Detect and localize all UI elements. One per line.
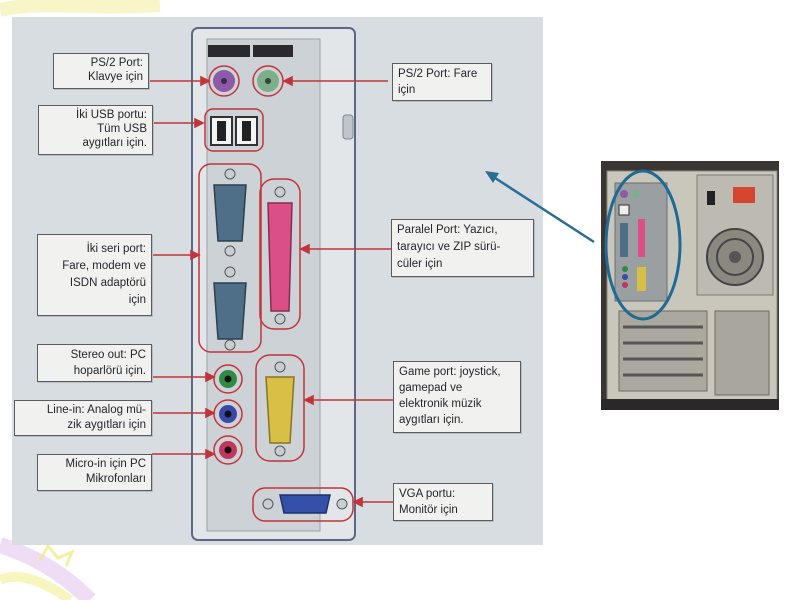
line-in-jack-hole: [224, 410, 232, 418]
usb-ring: [204, 108, 264, 152]
label-line-in: Line-in: Analog mü- zik aygıtları için: [14, 400, 152, 436]
serial-1-screw-bottom: [224, 245, 236, 257]
photo-game-port: [637, 267, 646, 291]
parallel-screw-top: [274, 186, 286, 198]
photo-fan-ring: [716, 238, 754, 276]
ps2-top-housing-2: [253, 45, 293, 57]
label-mic-in: Micro-in için PC Mikrofonları: [37, 454, 152, 491]
leader-serial-head: [190, 249, 201, 261]
io-panel-drawing: [148, 27, 394, 541]
photo-usb: [618, 204, 630, 216]
mic-in-ring: [213, 435, 243, 465]
game-port-icon: [265, 376, 295, 444]
leader-vga-head: [352, 496, 363, 508]
label-serial: İki seri port: Fare, modem ve ISDN adapt…: [37, 234, 152, 316]
photo-power-socket: [733, 187, 755, 203]
leader-ps2-keyboard-head: [200, 75, 211, 87]
serial-ring: [198, 163, 262, 353]
mic-in-jack-hole: [224, 446, 232, 454]
leader-parallel-head: [299, 243, 310, 255]
usb-port-2-tongue: [242, 121, 251, 141]
parallel-port-icon: [267, 202, 293, 312]
decor-swirl-top: [0, 0, 161, 17]
serial-2-screw-top: [224, 266, 236, 278]
decor-swirl-left2: [0, 571, 73, 600]
game-screw-top: [274, 361, 286, 373]
leader-ps2-mouse-head: [282, 75, 293, 87]
photo-ps2-keyboard: [620, 190, 628, 198]
label-stereo-out: Stereo out: PC hoparlörü için.: [37, 344, 152, 382]
ps2-top-housing: [208, 45, 250, 57]
label-vga: VGA portu: Monitör için: [393, 483, 493, 521]
serial-2-screw-bottom: [224, 339, 236, 351]
leader-lines: [148, 75, 394, 508]
vga-port-icon: [279, 494, 331, 514]
photo-power-switch: [707, 191, 715, 205]
game-port-ring: [255, 354, 305, 462]
leader-mic-in-head: [205, 448, 216, 460]
ps2-mouse-pin: [265, 78, 271, 84]
photo-highlight-ellipse: [604, 169, 682, 321]
photo-vent-grille: [714, 310, 770, 396]
label-usb: İki USB portu: Tüm USB aygıtları için.: [38, 105, 153, 155]
pc-case-photo: [601, 161, 779, 410]
photo-expansion-slots: [618, 310, 708, 392]
photo-parallel: [638, 219, 645, 257]
photo-fan-hub: [729, 251, 741, 263]
decor-swirl-left: [0, 537, 96, 600]
ps2-keyboard-pin: [221, 78, 227, 84]
io-panel-diagram: PS/2 Port: Klavye için İki USB portu: Tü…: [12, 17, 543, 545]
leader-game-port-head: [303, 394, 314, 406]
parallel-ring: [259, 178, 301, 330]
label-game-port: Game port: joystick, gamepad ve elektron…: [393, 361, 521, 433]
stereo-out-jack-hole: [224, 375, 232, 383]
label-ps2-keyboard: PS/2 Port: Klavye için: [53, 53, 149, 89]
serial-1-screw-top: [224, 168, 236, 180]
vga-ring: [252, 487, 354, 522]
serial-port-2-icon: [213, 282, 247, 340]
leader-line-in-head: [205, 407, 216, 419]
stereo-out-ring: [213, 364, 243, 394]
io-plate-slot: [342, 114, 354, 140]
photo-ps2-mouse: [632, 190, 640, 198]
vga-screw-left: [262, 498, 274, 510]
photo-audio-3: [622, 282, 628, 288]
leader-stereo-out-head: [205, 371, 216, 383]
photo-floor: [601, 399, 779, 410]
serial-port-1-icon: [213, 184, 247, 242]
photo-audio-2: [622, 274, 628, 280]
label-ps2-mouse: PS/2 Port: Fare için: [392, 63, 492, 101]
vga-screw-right: [336, 498, 348, 510]
photo-serial: [620, 223, 628, 257]
usb-port-1-tongue: [217, 121, 226, 141]
parallel-screw-bottom: [274, 313, 286, 325]
photo-audio-1: [622, 266, 628, 272]
leader-usb-head: [194, 117, 205, 129]
line-in-ring: [213, 399, 243, 429]
game-screw-bottom: [274, 445, 286, 457]
decor-swirl-bottom: [38, 543, 75, 567]
label-parallel: Paralel Port: Yazıcı, tarayıcı ve ZIP sü…: [391, 219, 534, 277]
pc-case-drawing: [601, 161, 779, 410]
